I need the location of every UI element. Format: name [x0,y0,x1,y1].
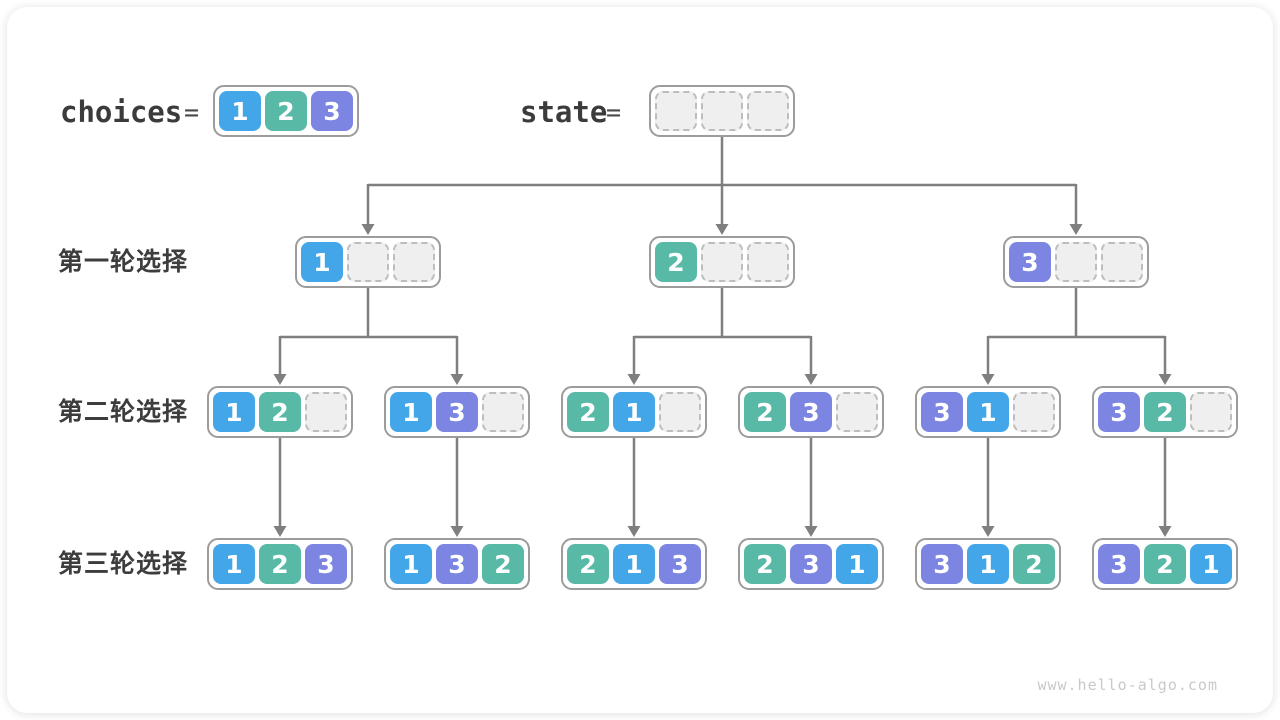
state-label: state [520,95,608,129]
state-equals-sign: = [606,98,622,127]
array-cell-empty [482,392,524,432]
array-cell-2: 2 [567,392,609,432]
array-cell-2: 2 [259,392,301,432]
array-cell-empty [747,242,789,282]
row-label-round-3: 第三轮选择 [58,549,189,578]
array-cell-2: 2 [482,544,524,584]
watermark-url: www.hello-algo.com [1037,676,1218,694]
array-cell-2: 2 [744,392,786,432]
array-cell-3: 3 [790,392,832,432]
array-cell-2: 2 [655,242,697,282]
array-cell-empty [1101,242,1143,282]
array-box-state [649,85,795,137]
array-cell-empty [1013,392,1055,432]
array-cell-empty [347,242,389,282]
array-cell-1: 1 [301,242,343,282]
array-cell-2: 2 [259,544,301,584]
array-cell-1: 1 [219,91,261,131]
array-cell-2: 2 [1144,392,1186,432]
array-cell-1: 1 [967,544,1009,584]
array-cell-empty [701,242,743,282]
array-cell-3: 3 [1098,392,1140,432]
array-cell-empty [701,91,743,131]
array-cell-empty [655,91,697,131]
array-cell-3: 3 [659,544,701,584]
array-cell-3: 3 [305,544,347,584]
array-cell-1: 1 [390,544,432,584]
array-cell-3: 3 [436,392,478,432]
array-cell-1: 1 [213,544,255,584]
array-cell-1: 1 [390,392,432,432]
array-cell-3: 3 [311,91,353,131]
array-cell-1: 1 [1190,544,1232,584]
array-cell-2: 2 [744,544,786,584]
array-cell-empty [305,392,347,432]
array-cell-empty [836,392,878,432]
array-cell-empty [393,242,435,282]
array-cell-3: 3 [436,544,478,584]
array-cell-3: 3 [790,544,832,584]
array-cell-empty [1190,392,1232,432]
choices-label: choices [60,95,183,129]
array-box-r1-3: 3 [1003,236,1149,288]
row-label-round-1: 第一轮选择 [58,247,189,276]
choices-equals-sign: = [184,98,200,127]
array-cell-1: 1 [836,544,878,584]
array-cell-3: 3 [1098,544,1140,584]
array-cell-1: 1 [613,392,655,432]
array-box-r1-1: 1 [295,236,441,288]
array-box-r1-2: 2 [649,236,795,288]
array-cell-2: 2 [1144,544,1186,584]
array-cell-1: 1 [213,392,255,432]
array-cell-1: 1 [967,392,1009,432]
array-cell-3: 3 [921,392,963,432]
row-label-round-2: 第二轮选择 [58,397,189,426]
array-cell-empty [747,91,789,131]
array-cell-3: 3 [921,544,963,584]
array-cell-2: 2 [1013,544,1055,584]
array-cell-2: 2 [265,91,307,131]
array-cell-empty [1055,242,1097,282]
array-cell-2: 2 [567,544,609,584]
array-cell-1: 1 [613,544,655,584]
array-cell-3: 3 [1009,242,1051,282]
array-cell-empty [659,392,701,432]
